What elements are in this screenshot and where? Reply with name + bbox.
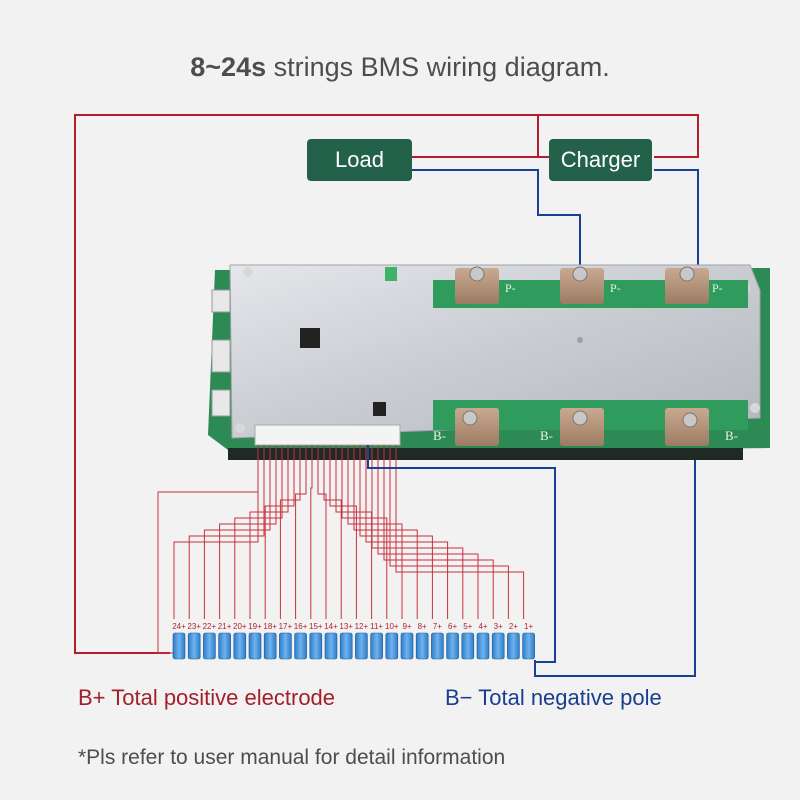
- balance-wire: [383, 445, 494, 619]
- balance-wire: [249, 445, 289, 619]
- p-minus-label-1: P-: [505, 281, 516, 295]
- cell-label: 9+: [402, 622, 411, 631]
- battery-cell: [324, 632, 338, 660]
- legend-negative: B− Total negative pole: [445, 685, 662, 710]
- diagram-title: 8~24s strings BMS wiring diagram.: [0, 52, 800, 83]
- battery-cell: [461, 632, 475, 660]
- load-minus-wire: [412, 169, 581, 268]
- cell-label: 4+: [478, 622, 487, 631]
- title-rest: strings BMS wiring diagram.: [273, 52, 610, 82]
- legend-positive: B+ Total positive electrode: [78, 685, 336, 710]
- battery-cell: [415, 632, 429, 660]
- balance-wire: [173, 445, 259, 619]
- balance-wire: [353, 445, 418, 619]
- cell-label: 14+: [324, 622, 338, 631]
- cell-label: 22+: [203, 622, 217, 631]
- cell-label: 7+: [433, 622, 442, 631]
- battery-cell: [218, 632, 231, 660]
- cell-label: 21+: [218, 622, 232, 631]
- battery-cell: [491, 632, 505, 660]
- battery-cell: [309, 632, 323, 660]
- load-plus-wire: [412, 115, 539, 158]
- battery-cell: [172, 632, 186, 660]
- b-minus-label-3: B-: [725, 428, 738, 443]
- cell-label: 1+: [524, 622, 533, 631]
- cell-label: 10+: [385, 622, 399, 631]
- cell-label: 20+: [233, 622, 247, 631]
- balance-wire: [341, 445, 388, 619]
- cell-label: 5+: [463, 622, 472, 631]
- battery-cell: [263, 632, 277, 660]
- p-minus-label-3: P-: [712, 281, 723, 295]
- battery-cell: [385, 632, 399, 660]
- battery-cell: [400, 632, 414, 660]
- cell-label: 13+: [339, 622, 353, 631]
- battery-cell: [233, 632, 247, 660]
- battery-cell: [187, 632, 201, 660]
- balance-wire: [264, 445, 295, 619]
- cell-label: 3+: [494, 622, 503, 631]
- cell-label: 6+: [448, 622, 457, 631]
- battery-cell: [431, 632, 444, 660]
- battery-cell: [522, 632, 535, 660]
- balance-wire: [389, 445, 509, 619]
- cell-label: 23+: [187, 622, 201, 631]
- balance-wire: [279, 445, 301, 619]
- balance-wire: [395, 445, 525, 619]
- battery-cell: [476, 632, 490, 660]
- battery-cells: 24+23+22+21+20+19+18+17+16+15+14+13+12+1…: [172, 622, 535, 660]
- balance-wire: [188, 445, 265, 619]
- load-box: Load: [307, 139, 412, 181]
- b-minus-wire: [534, 428, 696, 677]
- cell-label: 12+: [355, 622, 369, 631]
- balance-wire: [295, 445, 307, 619]
- balance-wire: [371, 445, 464, 619]
- cell-label: 15+: [309, 622, 323, 631]
- battery-cell: [507, 632, 520, 660]
- cell-label: 19+: [248, 622, 262, 631]
- charger-box: Charger: [549, 139, 652, 181]
- battery-cell: [294, 632, 307, 660]
- b-minus-label-2: B-: [540, 428, 553, 443]
- balance-wire: [157, 445, 259, 654]
- balance-wire: [310, 445, 313, 619]
- cell-label: 18+: [263, 622, 277, 631]
- balance-wire: [329, 445, 357, 619]
- battery-cell: [339, 632, 353, 660]
- battery-cell: [248, 632, 262, 660]
- bottom-terminals: B- B- B-: [433, 408, 738, 446]
- battery-cell: [446, 632, 459, 660]
- balance-negative-lead: [367, 445, 556, 663]
- balance-wire: [317, 445, 327, 619]
- cell-label: 11+: [370, 622, 383, 631]
- balance-wire: [219, 445, 277, 619]
- blue-wires: [412, 169, 699, 677]
- p-minus-label-2: P-: [610, 281, 621, 295]
- charger-minus-wire: [654, 169, 699, 268]
- top-terminals: P- P- P-: [455, 266, 723, 304]
- b-minus-label-1: B-: [433, 428, 446, 443]
- battery-cell: [203, 632, 216, 660]
- red-wires: [74, 114, 699, 654]
- bms-board: P- P- P- B- B- B-: [208, 264, 770, 460]
- battery-cell: [279, 632, 292, 660]
- balance-wire: [365, 445, 449, 619]
- battery-cell: [355, 632, 368, 660]
- balance-wire: [377, 445, 479, 619]
- cell-label: 2+: [509, 622, 518, 631]
- footnote: *Pls refer to user manual for detail inf…: [78, 746, 506, 769]
- title-bold: 8~24s: [190, 52, 267, 82]
- b-plus-main-wire: [74, 114, 699, 654]
- balance-wires: [157, 445, 525, 654]
- cell-label: 17+: [279, 622, 293, 631]
- cell-label: 16+: [294, 622, 308, 631]
- balance-wire: [323, 445, 342, 619]
- battery-cell: [370, 632, 383, 660]
- balance-wire: [203, 445, 271, 619]
- cell-label: 24+: [172, 622, 186, 631]
- cell-label: 8+: [418, 622, 427, 631]
- balance-wire: [234, 445, 283, 619]
